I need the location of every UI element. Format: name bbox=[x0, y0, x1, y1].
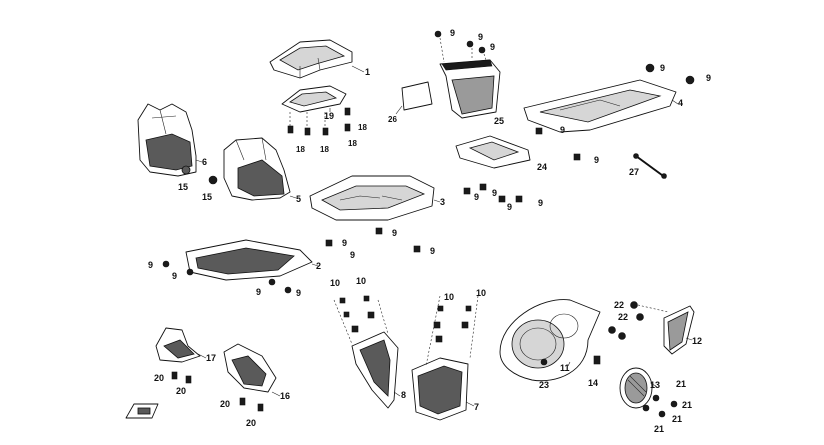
callout-9-2a: 9 bbox=[148, 260, 153, 270]
callout-20a: 20 bbox=[154, 373, 164, 383]
logo-plate bbox=[125, 403, 159, 419]
callout-9-4a: 9 bbox=[660, 63, 665, 73]
callout-9-3a: 9 bbox=[342, 238, 347, 248]
callout-23: 23 bbox=[539, 380, 549, 390]
callout-11: 11 bbox=[560, 363, 570, 373]
callout-9-25b: 9 bbox=[478, 32, 483, 42]
callout-16: 16 bbox=[280, 391, 290, 401]
callout-3: 3 bbox=[440, 197, 445, 207]
callout-8: 8 bbox=[401, 390, 406, 400]
callout-9-2c: 9 bbox=[256, 287, 261, 297]
callout-19: 19 bbox=[324, 111, 334, 121]
part-22-spacers: 22 22 bbox=[608, 300, 669, 340]
callout-9-3b: 9 bbox=[392, 228, 397, 238]
callout-9-25c: 9 bbox=[490, 42, 495, 52]
callout-26: 26 bbox=[388, 115, 397, 124]
callout-18c: 18 bbox=[348, 139, 357, 148]
callout-9-2d: 9 bbox=[296, 288, 301, 298]
callout-9-4b: 9 bbox=[706, 73, 711, 83]
callout-10d: 10 bbox=[476, 288, 486, 298]
callout-2: 2 bbox=[316, 261, 321, 271]
part-6-cover: 6 15 bbox=[137, 103, 207, 192]
callout-12: 12 bbox=[692, 336, 702, 346]
part-19-bracket: 19 18 18 18 18 bbox=[281, 85, 367, 154]
part-25-box: 9 9 9 25 bbox=[434, 28, 504, 126]
callout-15a: 15 bbox=[178, 182, 188, 192]
callout-9-24a: 9 bbox=[474, 192, 479, 202]
callout-25: 25 bbox=[494, 116, 504, 126]
callout-13: 13 bbox=[650, 380, 660, 390]
part-3-center-plate: 3 9 9 9 9 bbox=[309, 175, 445, 260]
callout-18b: 18 bbox=[320, 145, 329, 154]
callout-21a: 21 bbox=[676, 379, 686, 389]
callout-22a: 22 bbox=[614, 300, 624, 310]
callout-9-3d: 9 bbox=[350, 250, 355, 260]
callout-9-25a: 9 bbox=[450, 28, 455, 38]
part-16-bracket: 16 20 20 bbox=[220, 343, 290, 428]
callout-21c: 21 bbox=[672, 414, 682, 424]
callout-20b: 20 bbox=[176, 386, 186, 396]
part-7-side-cover: 7 10 10 bbox=[411, 288, 486, 421]
callout-21b: 21 bbox=[682, 400, 692, 410]
callout-14: 14 bbox=[588, 378, 598, 388]
callout-9-4d: 9 bbox=[594, 155, 599, 165]
callout-24: 24 bbox=[537, 162, 547, 172]
callout-18d: 18 bbox=[358, 123, 367, 132]
part-8-side-cover: 8 10 10 bbox=[330, 276, 406, 409]
callout-5: 5 bbox=[296, 194, 301, 204]
callout-1: 1 bbox=[365, 67, 370, 77]
callout-9-24d: 9 bbox=[538, 198, 543, 208]
callout-20d: 20 bbox=[246, 418, 256, 428]
part-5-cover: 5 15 bbox=[202, 137, 301, 204]
callout-9-3c: 9 bbox=[430, 246, 435, 256]
part-27-rod: 27 bbox=[629, 153, 667, 179]
callout-9-4c: 9 bbox=[560, 125, 565, 135]
callout-21d: 21 bbox=[654, 424, 664, 434]
callout-7: 7 bbox=[474, 402, 479, 412]
part-24-plate: 24 9 9 9 9 bbox=[455, 135, 547, 212]
callout-9-24c: 9 bbox=[507, 202, 512, 212]
callout-17: 17 bbox=[206, 353, 216, 363]
callout-9-2b: 9 bbox=[172, 271, 177, 281]
callout-6: 6 bbox=[202, 157, 207, 167]
callout-15b: 15 bbox=[202, 192, 212, 202]
part-13-round-cover: 13 21 21 21 21 bbox=[619, 367, 692, 434]
callout-20c: 20 bbox=[220, 399, 230, 409]
part-12-side-panel: 12 bbox=[663, 305, 702, 355]
callout-22b: 22 bbox=[618, 312, 628, 322]
part-2-lower-plate: 2 9 9 9 9 bbox=[148, 239, 321, 298]
callout-10b: 10 bbox=[356, 276, 366, 286]
part-17-bracket: 17 20 20 bbox=[154, 327, 216, 396]
callout-27: 27 bbox=[629, 167, 639, 177]
callout-10c: 10 bbox=[444, 292, 454, 302]
part-26-sheet: 26 bbox=[388, 81, 433, 124]
part-4-skid-plate: 9 9 4 9 9 bbox=[523, 63, 711, 165]
callout-18a: 18 bbox=[296, 145, 305, 154]
part-11-cvt-cover: 23 11 14 bbox=[499, 299, 601, 390]
callout-10a: 10 bbox=[330, 278, 340, 288]
part-1-bracket: 1 bbox=[269, 39, 370, 79]
callout-4: 4 bbox=[678, 98, 683, 108]
callout-9-24b: 9 bbox=[492, 188, 497, 198]
